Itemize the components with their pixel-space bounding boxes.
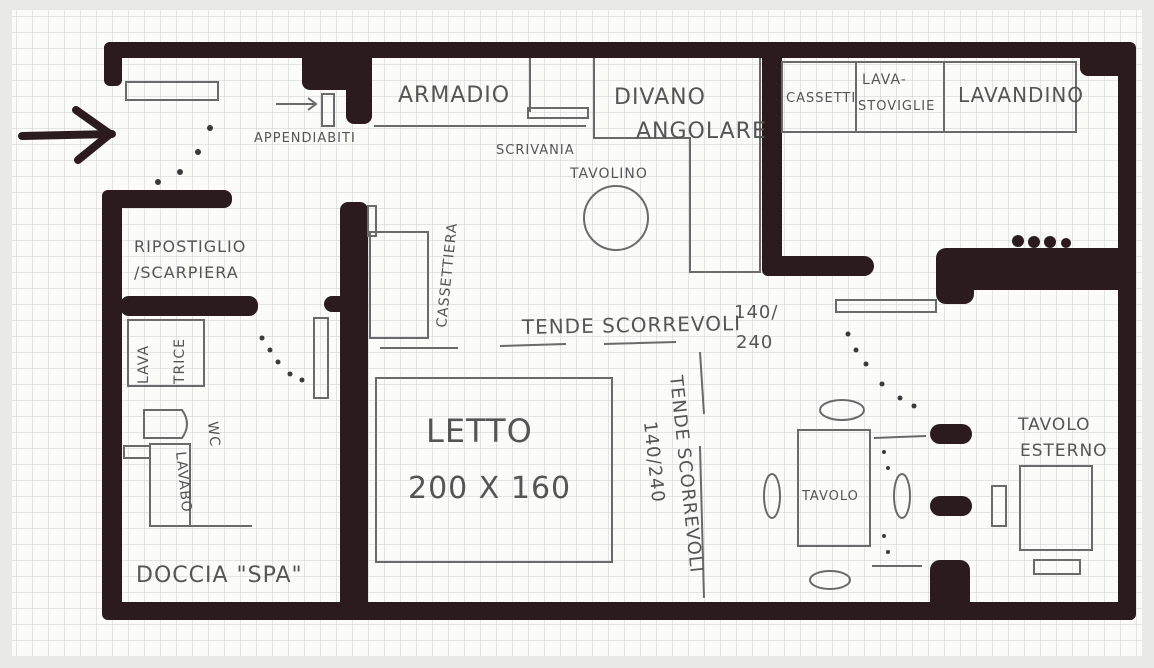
label-letto-size: 200 X 160	[408, 471, 571, 506]
label-ripostiglio-2: /SCARPIERA	[134, 263, 239, 282]
label-doccia: DOCCIA "SPA"	[136, 563, 303, 588]
outdoor-chair	[1033, 559, 1081, 575]
kitchen-counter	[781, 61, 1077, 133]
desk	[527, 107, 589, 119]
entry-arrow-icon	[18, 106, 116, 164]
label-cassetti: CASSETTI	[786, 91, 856, 106]
wall-right-stub	[936, 256, 974, 304]
label-ripostiglio-1: RIPOSTIGLIO	[134, 237, 246, 256]
furniture	[123, 58, 1093, 599]
bed	[375, 377, 613, 563]
label-tavolo-esterno-2: ESTERNO	[1020, 441, 1108, 461]
label-tende-top: TENDE SCORREVOLI	[521, 311, 742, 339]
chair-right	[893, 473, 911, 519]
chair-top	[819, 399, 865, 421]
wall-right-partition	[936, 248, 1128, 290]
wall-corner-right	[1080, 44, 1136, 76]
label-tavolino: TAVOLINO	[569, 166, 648, 182]
coffee-table	[583, 185, 649, 251]
label-appendiabiti: APPENDIABITI	[254, 131, 356, 146]
kitchen-dot	[1028, 236, 1040, 248]
washbasin-side	[123, 445, 151, 459]
wall-left-lower	[102, 190, 122, 618]
label-tende-top-size-2: 240	[736, 332, 773, 353]
label-wc: WC	[204, 421, 223, 448]
wall-entry-post	[346, 60, 372, 124]
label-tende-top-size-1: 140/	[734, 302, 778, 323]
wall-top	[104, 42, 1136, 58]
label-lavabo: LAVABO	[172, 451, 194, 514]
cassettiera-top	[367, 205, 377, 237]
label-lavandino: LAVANDINO	[958, 83, 1084, 107]
wall-central	[340, 202, 368, 618]
wall-central-nub	[324, 296, 354, 312]
wall-right	[1118, 48, 1136, 620]
outdoor-bench	[991, 485, 1007, 527]
chair-left	[763, 473, 781, 519]
entry-shelf	[125, 81, 219, 101]
corner-sofa	[593, 58, 761, 273]
wall-kitchen-bottom	[762, 256, 874, 276]
label-armadio: ARMADIO	[398, 83, 510, 108]
wall-bottom	[102, 602, 1136, 620]
pillar-middle	[930, 496, 972, 516]
wall-bath-top	[102, 190, 232, 208]
dining-table	[797, 429, 871, 547]
wall-ripostiglio	[120, 296, 258, 316]
wall-left-top	[104, 42, 122, 86]
label-scrivania: SCRIVANIA	[496, 143, 575, 158]
label-lavastoviglie-2: STOVIGLIE	[858, 99, 935, 114]
label-tavolo-esterno-1: TAVOLO	[1017, 415, 1091, 435]
kitchen-dot	[1044, 236, 1056, 248]
label-lavatrice-1: LAVA	[136, 345, 152, 384]
label-tavolo: TAVOLO	[801, 489, 859, 504]
label-angolare: ANGOLARE	[636, 119, 767, 144]
kitchen-dot	[1012, 235, 1024, 247]
kitchen-dot	[1061, 238, 1071, 248]
washing-machine	[127, 319, 205, 387]
right-window	[835, 299, 937, 313]
label-letto: LETTO	[426, 412, 533, 450]
label-lavatrice-2: TRICE	[172, 338, 188, 385]
pillar-lower	[930, 560, 970, 618]
chest-of-drawers	[369, 231, 429, 339]
door-swings	[155, 125, 917, 554]
wc-bowl	[143, 409, 188, 439]
label-lavastoviglie-1: LAVA-	[862, 72, 907, 88]
bath-door	[313, 317, 329, 399]
outdoor-table	[1019, 465, 1093, 551]
chair-bottom	[809, 570, 851, 590]
walls	[102, 42, 1136, 620]
pillar-upper	[930, 424, 972, 444]
hanger-rack	[321, 93, 335, 127]
label-divano: DIVANO	[614, 85, 706, 110]
wall-kitchen	[762, 50, 782, 276]
